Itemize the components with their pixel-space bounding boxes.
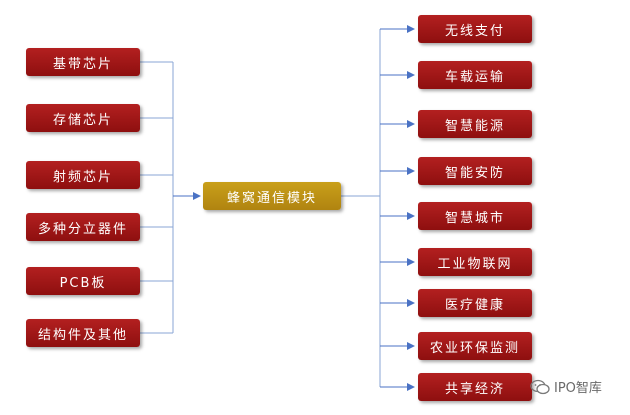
right-connectors: [341, 25, 415, 391]
left-box-baseband-chip: 基带芯片: [26, 48, 140, 76]
right-box-medical-health: 医疗健康: [418, 289, 532, 317]
right-box-label: 农业环保监测: [429, 340, 520, 356]
right-box-label: 共享经济: [444, 381, 505, 397]
center-box-cellular-module: 蜂窝通信模块: [203, 182, 341, 210]
right-box-agri-env-monitoring: 农业环保监测: [418, 332, 532, 360]
left-box-discrete-devices: 多种分立器件: [26, 213, 140, 241]
right-box-smart-city: 智慧城市: [418, 202, 532, 230]
left-box-label: 射频芯片: [52, 169, 113, 185]
right-box-label: 工业物联网: [437, 256, 513, 272]
right-box-label: 无线支付: [444, 23, 505, 39]
left-box-label: 结构件及其他: [37, 327, 128, 343]
left-box-label: 存储芯片: [52, 112, 113, 128]
watermark: IPO智库: [530, 377, 602, 396]
left-connectors: [140, 61, 201, 334]
right-box-smart-energy: 智慧能源: [418, 110, 532, 138]
right-box-label: 智慧能源: [444, 118, 505, 134]
watermark-text: IPO智库: [554, 381, 602, 396]
right-box-sharing-economy: 共享经济: [418, 373, 532, 401]
right-box-wireless-payment: 无线支付: [418, 15, 532, 43]
right-box-smart-security: 智能安防: [418, 157, 532, 185]
wechat-icon: [530, 379, 550, 394]
right-box-label: 车载运输: [444, 69, 505, 85]
left-box-structural-parts: 结构件及其他: [26, 319, 140, 347]
right-box-label: 智能安防: [444, 165, 505, 181]
left-box-rf-chip: 射频芯片: [26, 161, 140, 189]
left-box-label: 多种分立器件: [37, 221, 128, 237]
right-box-vehicle-transport: 车载运输: [418, 61, 532, 89]
center-box-label: 蜂窝通信模块: [226, 190, 317, 206]
left-box-pcb: PCB板: [26, 267, 140, 295]
left-box-memory-chip: 存储芯片: [26, 104, 140, 132]
right-box-industrial-iot: 工业物联网: [418, 248, 532, 276]
right-box-label: 智慧城市: [444, 210, 505, 226]
right-box-label: 医疗健康: [444, 297, 505, 313]
left-box-label: PCB板: [59, 275, 107, 291]
left-box-label: 基带芯片: [52, 56, 113, 72]
